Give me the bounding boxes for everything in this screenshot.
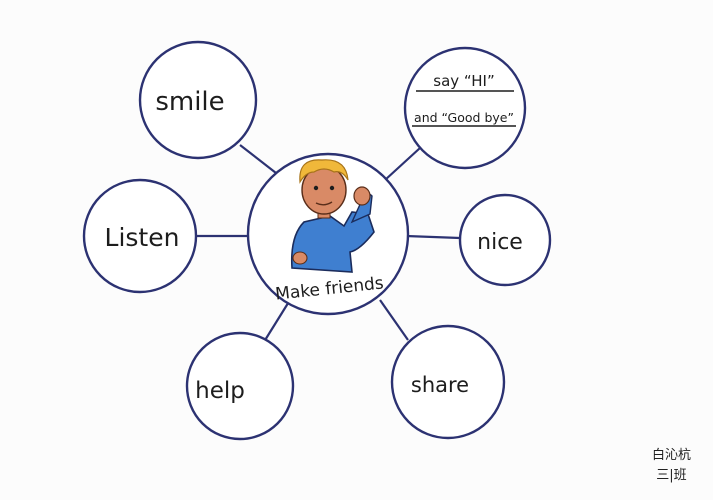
- node-circle-help: [185, 331, 295, 441]
- node-circle-share: [390, 324, 506, 440]
- connector-nice: [405, 234, 461, 240]
- boy-mouth: [315, 201, 333, 206]
- node-label-say-hi-line2: and “Good bye”: [414, 110, 514, 125]
- boy-eye-left: [313, 185, 319, 191]
- author-name: 白沁杭: [651, 448, 691, 463]
- connector-share: [379, 299, 409, 341]
- boy-eye-right: [329, 185, 335, 191]
- node-circle-say-hi: [403, 46, 527, 170]
- connector-say-hi: [384, 147, 421, 181]
- node-label-nice: nice: [477, 230, 523, 255]
- author-class: 三|班: [656, 468, 687, 483]
- boy-hand: [353, 186, 371, 206]
- node-circle-smile: [138, 40, 258, 160]
- boy-hair: [299, 159, 349, 184]
- node-circle-nice: [458, 193, 552, 287]
- boy-illustration: [290, 159, 375, 273]
- boy-left-hand: [292, 251, 308, 265]
- node-label-help: help: [195, 378, 245, 404]
- node-circle-listen: [82, 178, 198, 294]
- node-label-listen: Listen: [105, 223, 180, 252]
- author-signature: 白沁杭 三|班: [652, 446, 691, 486]
- connector-help: [261, 299, 291, 346]
- node-label-say-hi-line1: say “HI”: [433, 72, 494, 90]
- node-label-smile: smile: [155, 87, 224, 117]
- node-label-share: share: [411, 373, 469, 397]
